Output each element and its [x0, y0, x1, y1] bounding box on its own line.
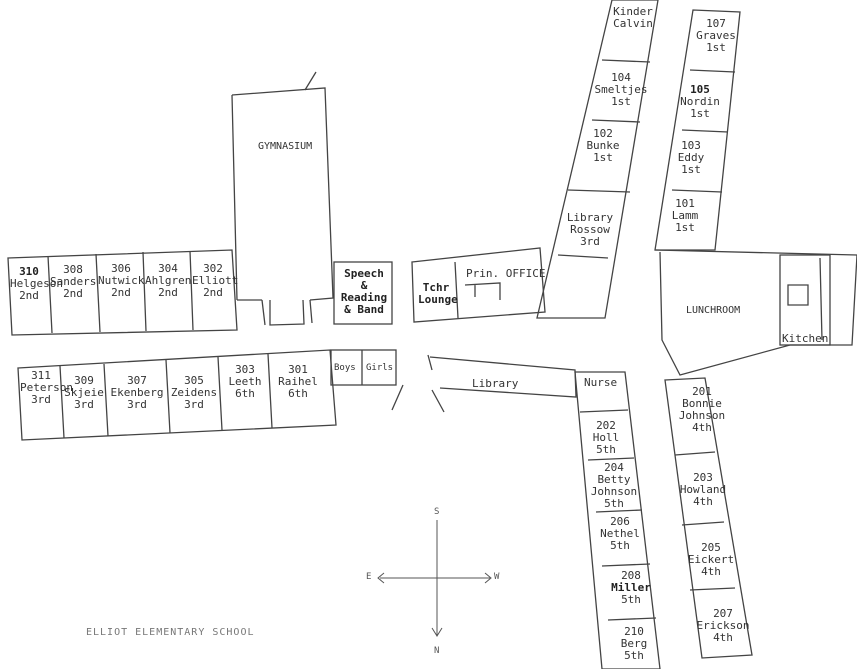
- kitchen-room: [779, 254, 831, 346]
- compass: [377, 520, 492, 637]
- speech-label: Speech & Reading & Band: [340, 267, 388, 316]
- gym-stub: [304, 71, 317, 91]
- compass-s: S: [434, 507, 440, 517]
- se-wing-right: [664, 377, 753, 659]
- nw-row-doors: [261, 299, 313, 326]
- tchr-lounge-label: Tchr Lounge: [418, 281, 458, 306]
- boys-label: Boys: [334, 363, 356, 373]
- library-label: Library: [472, 377, 519, 390]
- nw-row-outline: [7, 249, 238, 336]
- restrooms: [330, 349, 397, 386]
- compass-e: E: [366, 572, 372, 582]
- entrance-lines: [391, 354, 445, 413]
- ne-wing-right: [654, 9, 741, 251]
- lunchroom-label: LUNCHROOM: [686, 305, 741, 316]
- compass-n: N: [434, 646, 440, 656]
- compass-w: W: [494, 572, 500, 582]
- gymnasium-label: GYMNASIUM: [258, 141, 313, 152]
- gymnasium-outline: [231, 87, 334, 301]
- school-caption: ELLIOT ELEMENTARY SCHOOL: [86, 627, 255, 638]
- nurse-label: Nurse: [584, 376, 618, 389]
- office-block: [411, 247, 546, 323]
- ne-wing-left: [536, 0, 659, 319]
- prin-office-label: Prin. OFFICE: [466, 267, 546, 280]
- sw-row-outline: [17, 349, 337, 441]
- girls-label: Girls: [366, 363, 394, 373]
- sw-row-dividers: [59, 353, 273, 439]
- se-wing-left: [574, 371, 661, 669]
- kitchen-label: Kitchen: [782, 332, 829, 345]
- nw-row-dividers: [47, 250, 194, 334]
- speech-room: [333, 261, 393, 325]
